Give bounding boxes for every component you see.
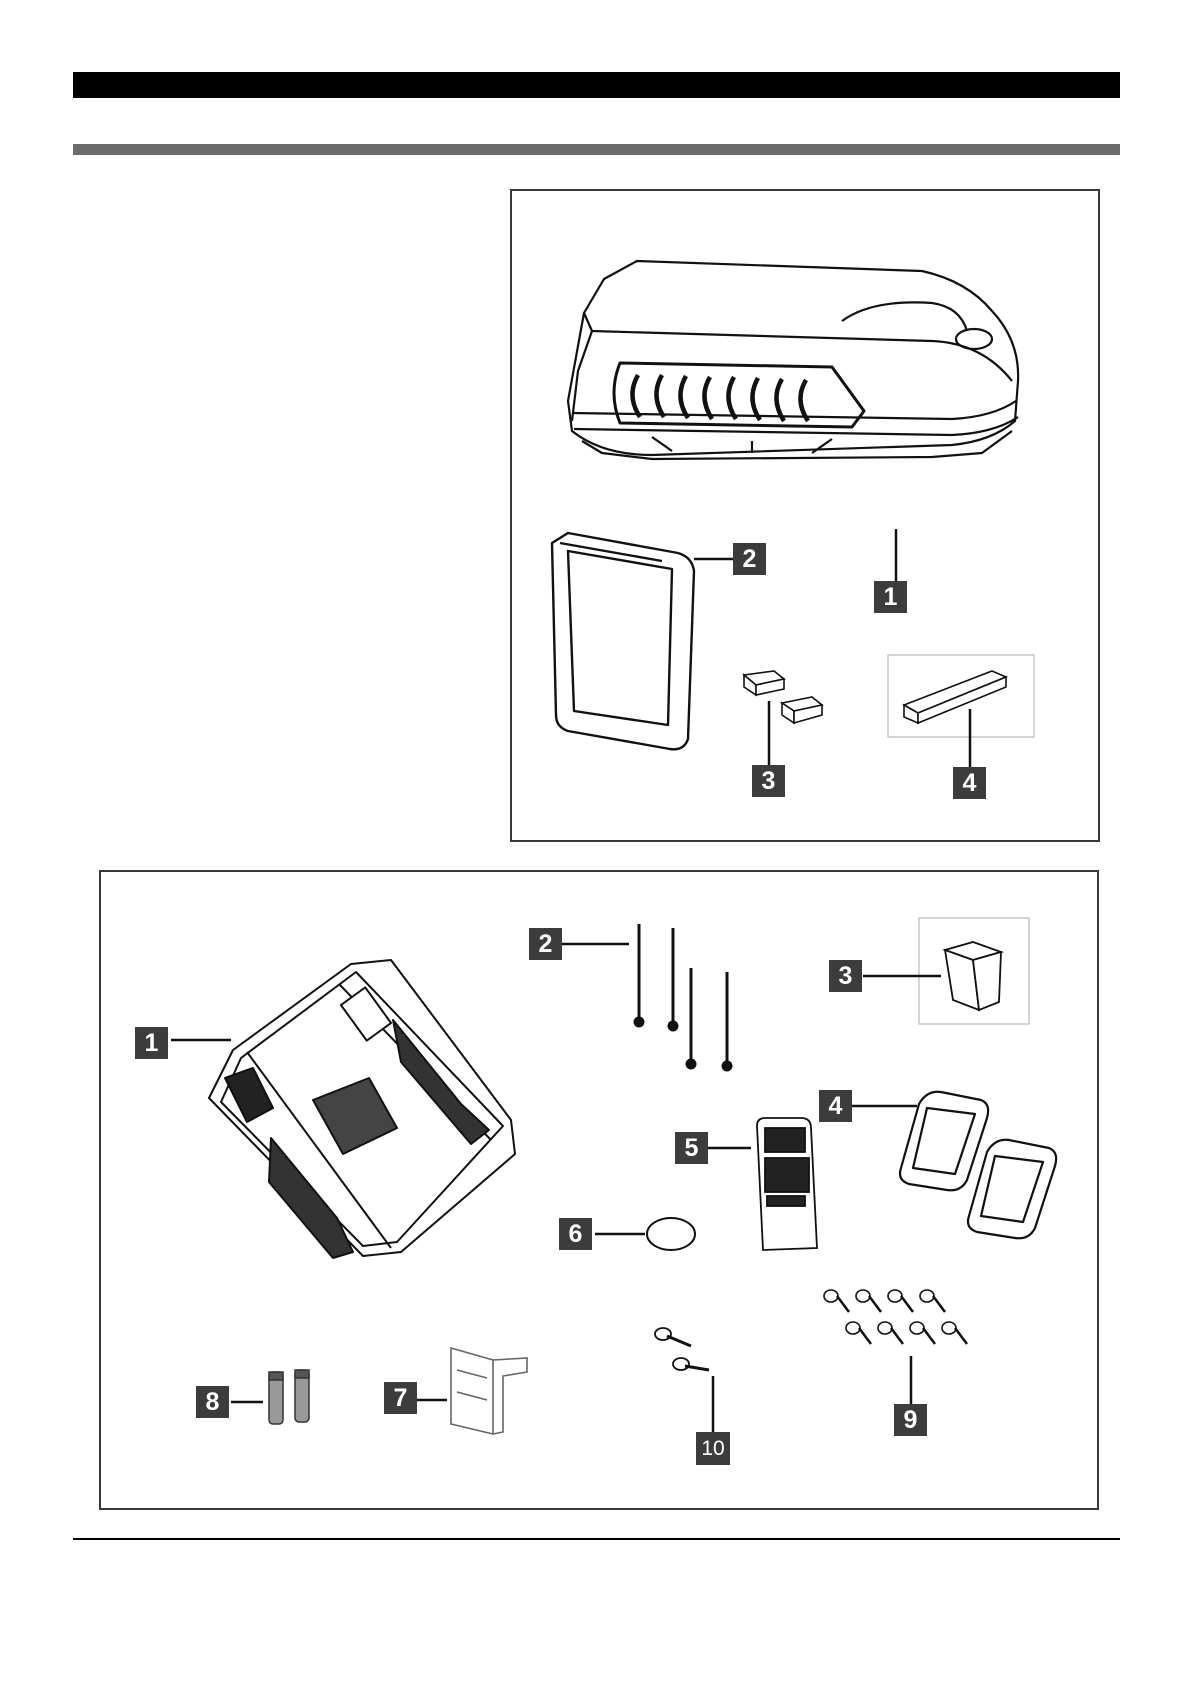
callout-3: 3 xyxy=(829,960,862,992)
callout-8: 8 xyxy=(196,1386,229,1418)
callout-9: 9 xyxy=(894,1404,927,1436)
figure-ceiling-kit: 1 2 3 4 5 6 7 8 9 10 xyxy=(99,870,1099,1510)
callout-10: 10 xyxy=(696,1432,730,1465)
ceiling-kit-drawing xyxy=(101,872,1097,1508)
section-rule xyxy=(73,144,1120,155)
roof-unit-drawing xyxy=(512,191,1098,840)
callout-7: 7 xyxy=(384,1382,417,1414)
figure-roof-unit-kit: 1 2 3 4 xyxy=(510,189,1100,842)
footer-rule xyxy=(73,1538,1120,1540)
callout-4: 4 xyxy=(953,767,986,799)
callout-2: 2 xyxy=(733,543,766,575)
callout-4: 4 xyxy=(819,1090,852,1122)
callout-2: 2 xyxy=(529,928,562,960)
callout-1: 1 xyxy=(135,1027,168,1059)
callout-6: 6 xyxy=(559,1218,592,1250)
callout-1: 1 xyxy=(874,581,907,613)
callout-5: 5 xyxy=(675,1132,708,1164)
callout-3: 3 xyxy=(752,765,785,797)
header-bar xyxy=(73,72,1120,98)
